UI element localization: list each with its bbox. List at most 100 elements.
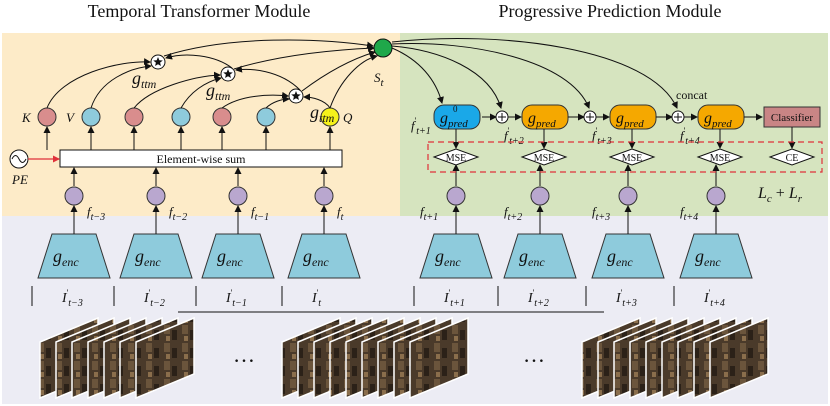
frame-label: I't+3 [615,288,637,309]
pred-feature-label: f't+1 [411,116,431,137]
v2-to-attn-arrow [180,76,222,109]
v3-to-attn-arrow [265,95,290,109]
frame-label: I't+4 [703,288,725,309]
plus-icon [586,113,594,121]
encoder-block [287,233,361,279]
plus-icon [498,113,506,121]
loss-dashed-box [427,141,823,173]
frame-label: I't+2 [527,288,549,309]
title-progressive-prediction: Progressive Prediction Module [499,1,722,21]
attn3-to-state-arrow [301,50,376,92]
encoder-block [503,233,577,279]
value-node [256,107,276,127]
ce-label: CE [786,153,799,164]
star-icon [153,57,163,67]
pred-label: gpred [528,110,556,130]
feature-node [706,186,726,206]
encoder-label: genc [135,246,161,269]
encoder-label: genc [217,246,243,269]
sine-wave-icon [11,155,27,163]
ce-node [768,148,816,166]
ttm-label: gttm [132,68,157,91]
encoder-label: genc [607,246,633,269]
mse-label: MSE [622,153,643,164]
attn3-to-attn2-arrow [235,65,301,91]
frames-ellipsis-1: … [233,342,255,367]
state-node [373,38,393,58]
key-node [37,107,57,127]
encoder-label: genc [435,246,461,269]
v1-to-attn-arrow [90,63,152,109]
k2-to-attn-arrow [133,71,221,109]
state-to-plus1-arrow [391,45,503,109]
feature-label: ft+1 [420,204,438,223]
frames-ellipsis-2: … [523,342,545,367]
node-label: K [21,110,32,125]
node-label: V [66,110,76,125]
encoder-block [201,233,275,279]
encoder-block [119,233,193,279]
ttm-label: gttm [206,80,231,103]
encoder-block [419,233,493,279]
feature-node [530,186,550,206]
loss-label: Lc+Lr [757,185,803,205]
feature-node [618,186,638,206]
value-node [171,107,191,127]
frame-stack-2 [281,316,469,400]
q-to-attn-arrow [303,93,331,109]
encoder-label: genc [53,246,79,269]
frame-label: I't−2 [143,288,165,309]
state-to-plus3-arrow [391,38,678,109]
star-icon [223,69,233,79]
feature-node [64,186,84,206]
title-temporal-transformer: Temporal Transformer Module [88,1,311,21]
node-label: Q [343,110,353,125]
feature-label: ft−2 [169,204,187,223]
element-wise-sum-box [59,149,343,168]
k3-to-attn-arrow [221,91,289,109]
classifier-label: Classifier [771,112,813,124]
pred-feature-label: f't+2 [504,126,524,147]
feature-label: ft+4 [680,204,698,223]
encoder-block [679,233,753,279]
feature-node [146,186,166,206]
frame-label: I't−1 [225,288,247,309]
q-to-state-arrow [329,53,378,109]
attn2-to-attn1-arrow [165,52,233,69]
feature-node [314,186,334,206]
state-to-g0-arrow [391,47,444,104]
star-icon [291,91,301,101]
mse-node [696,148,744,166]
mse-label: MSE [534,153,555,164]
feature-label: ft+3 [592,204,610,223]
frame-stack-1 [39,316,195,400]
mse-label: MSE [446,153,467,164]
element-wise-sum-label: Element-wise sum [157,152,247,166]
key-node [212,107,232,127]
attn1-to-state-arrow [163,39,374,57]
mse-node [608,148,656,166]
encoder-block [37,233,111,279]
frame-label: I't−3 [61,288,83,309]
feature-node [446,186,466,206]
pe-label: PE [11,172,28,187]
mse-label: MSE [710,153,731,164]
ttm-panel [2,33,400,216]
pred-label: gpred [440,110,468,130]
frame-label: I't [311,288,321,309]
frame-stack-3 [581,316,769,400]
feature-label: ft−3 [87,204,105,223]
feature-label: ft+2 [504,204,522,223]
state-label: St [374,70,385,89]
mse-node [520,148,568,166]
encoder-label: genc [303,246,329,269]
plus-icon [674,113,682,121]
ttm-label: gttm [310,102,335,125]
pred-label: gpred [616,110,644,130]
feature-node [228,186,248,206]
pred-label: gpred [704,110,732,130]
frame-label: I't+1 [443,288,465,309]
k1-to-attn-arrow [46,58,151,109]
concat-label: concat [676,88,708,102]
